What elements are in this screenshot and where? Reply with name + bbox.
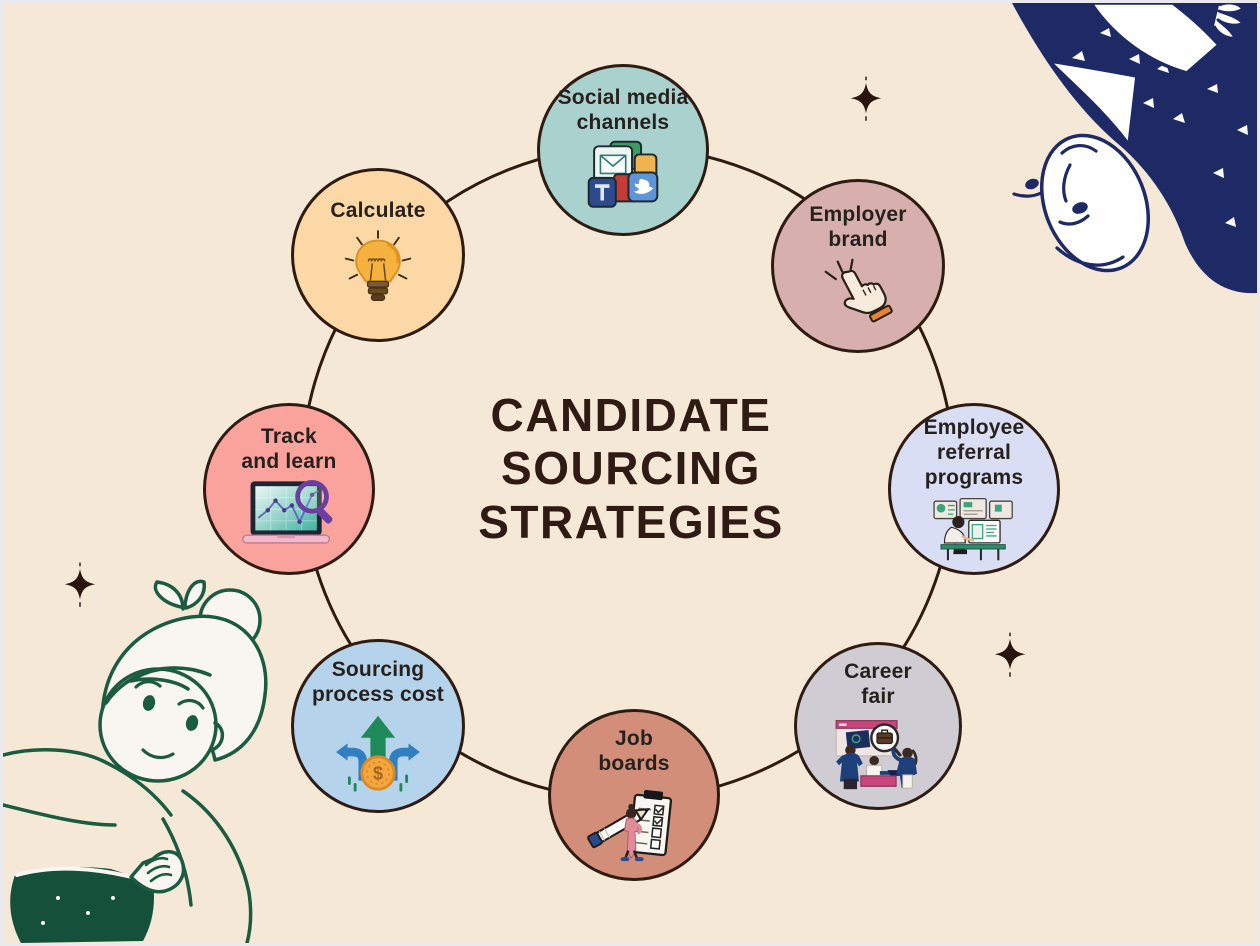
page-title: CANDIDATE SOURCING STRATEGIES <box>478 389 784 548</box>
career-fair-booth-icon <box>835 720 918 790</box>
node-label: Employee referral programs <box>923 416 1025 489</box>
sparkle-icon <box>850 76 882 121</box>
node-label: Career fair <box>844 659 912 708</box>
sparkle-icon <box>994 632 1026 677</box>
node-employer-brand: Employer brand <box>771 179 945 353</box>
node-track-and-learn: Track and learn <box>203 403 375 575</box>
node-label: Calculate <box>330 199 426 223</box>
node-social-media-channels: Social media channels <box>537 64 709 236</box>
social-media-apps-icon <box>587 141 659 209</box>
employee-desk-icon <box>933 497 1013 560</box>
clipboard-pencil-icon <box>587 790 673 862</box>
woman-with-bag-doodle <box>3 579 268 943</box>
thinking-person-doodle <box>1012 3 1257 294</box>
node-sourcing-process-cost: Sourcing process cost $ <box>291 639 465 813</box>
node-label: Social media channels <box>557 85 689 134</box>
svg-text:$: $ <box>373 764 383 784</box>
node-calculate: Calculate <box>291 168 465 342</box>
cost-arrows-coin-icon: $ <box>336 716 420 792</box>
node-label: Job boards <box>598 726 670 775</box>
node-label: Employer brand <box>809 202 907 251</box>
node-career-fair: Career fair <box>794 642 962 810</box>
sparkle-icon <box>64 562 96 607</box>
node-job-boards: Job boards <box>548 709 720 881</box>
laptop-chart-magnifier-icon <box>242 480 333 544</box>
node-label: Track and learn <box>241 424 337 473</box>
lightbulb-icon <box>344 230 412 301</box>
node-label: Sourcing process cost <box>312 657 444 706</box>
node-employee-referral-programs: Employee referral programs <box>888 403 1060 575</box>
click-cursor-icon <box>824 258 893 323</box>
